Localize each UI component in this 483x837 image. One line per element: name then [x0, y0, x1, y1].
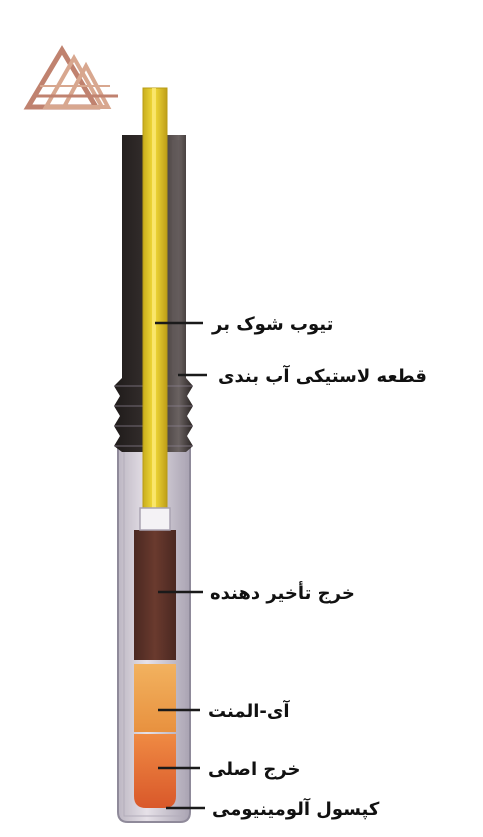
main-charge-shape [134, 734, 176, 808]
main-charge-label: خرج اصلی [208, 759, 301, 780]
rubber-seal-label: قطعه لاستیکی آب بندی [218, 364, 427, 387]
delay-charge-shape [134, 530, 176, 660]
element-shape [134, 664, 176, 732]
delay-charge-label: خرج تأخیر دهنده [210, 581, 355, 604]
shock-tube-label: تیوب شوک بر [211, 314, 333, 335]
shock-tube-shape [139, 87, 171, 531]
aluminum-capsule-label: کپسول آلومینیومی [212, 797, 380, 820]
element-label: آی-المنت [208, 699, 290, 722]
mountain-logo-icon [23, 45, 118, 110]
